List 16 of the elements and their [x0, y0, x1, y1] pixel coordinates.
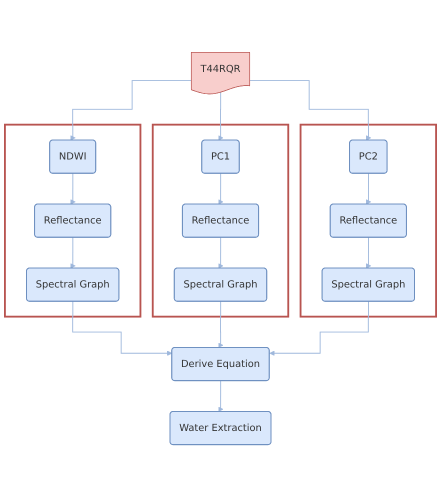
- arrow: [218, 92, 224, 141]
- arrow: [218, 380, 224, 412]
- arrow: [70, 80, 192, 141]
- arrow: [218, 301, 224, 348]
- cluster: [152, 124, 290, 318]
- cluster: [300, 124, 437, 318]
- arrow: [218, 173, 224, 205]
- arrow: [72, 301, 172, 356]
- cluster: [4, 124, 142, 318]
- arrow: [70, 237, 76, 269]
- arrow: [70, 173, 76, 205]
- arrow: [366, 237, 372, 269]
- arrow: [269, 301, 370, 356]
- arrow: [250, 80, 372, 141]
- arrow: [366, 173, 372, 205]
- arrow: [218, 237, 224, 269]
